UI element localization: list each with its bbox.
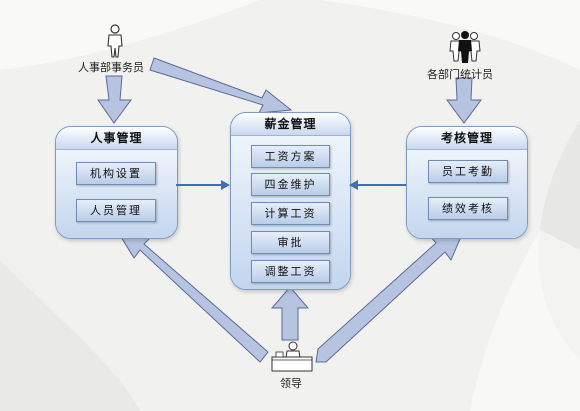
salary-item-adjust-wage[interactable]: 调整工资 bbox=[251, 260, 330, 283]
arrow-leader-to-salary bbox=[270, 286, 310, 341]
salary-management-module: 薪金管理 工资方案 四金维护 计算工资 审批 调整工资 bbox=[230, 112, 351, 290]
arrow-hrclerk-to-hr bbox=[97, 75, 132, 124]
hr-management-title: 人事管理 bbox=[56, 127, 177, 150]
assessment-item-performance[interactable]: 绩效考核 bbox=[428, 197, 508, 220]
salary-item-approval[interactable]: 审批 bbox=[251, 231, 330, 254]
dept-stats-label: 各部门统计员 bbox=[427, 68, 493, 81]
salary-item-wage-plan[interactable]: 工资方案 bbox=[251, 145, 330, 168]
dept-stats-figure-icon bbox=[449, 31, 481, 63]
assessment-management-module: 考核管理 员工考勤 绩效考核 bbox=[406, 126, 528, 239]
hr-clerk-figure-icon bbox=[107, 24, 123, 58]
salary-item-calc-wage[interactable]: 计算工资 bbox=[251, 202, 330, 225]
salary-management-title: 薪金管理 bbox=[231, 113, 350, 136]
salary-item-four-funds[interactable]: 四金维护 bbox=[251, 173, 330, 196]
arrow-hrclerk-to-salary bbox=[149, 57, 293, 114]
assessment-management-title: 考核管理 bbox=[407, 127, 527, 150]
salary-management-body: 工资方案 四金维护 计算工资 审批 调整工资 bbox=[231, 136, 350, 289]
leader-desk-icon bbox=[271, 341, 313, 372]
hr-item-org-settings[interactable]: 机构设置 bbox=[76, 162, 156, 185]
hr-clerk-label: 人事部事务员 bbox=[78, 61, 144, 74]
leader-label: 领导 bbox=[280, 377, 302, 390]
hr-item-staff-management[interactable]: 人员管理 bbox=[76, 199, 156, 222]
hr-management-module: 人事管理 机构设置 人员管理 bbox=[55, 126, 178, 239]
hr-management-body: 机构设置 人员管理 bbox=[56, 150, 177, 238]
arrow-deptstats-to-assessment bbox=[446, 77, 482, 124]
assessment-item-attendance[interactable]: 员工考勤 bbox=[428, 160, 508, 183]
assessment-management-body: 员工考勤 绩效考核 bbox=[407, 150, 527, 238]
